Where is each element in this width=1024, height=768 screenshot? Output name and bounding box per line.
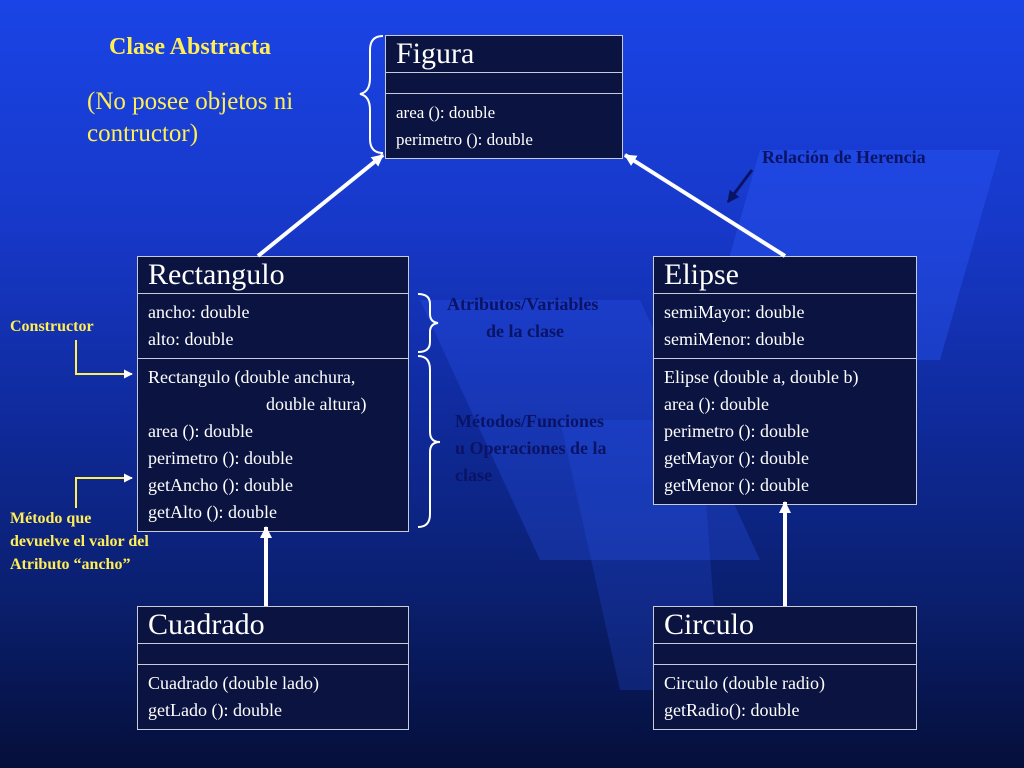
getter-label-line3: Atributo “ancho” xyxy=(10,556,131,573)
getter-label-line1: Método que xyxy=(10,510,92,527)
method: getAncho (): double xyxy=(148,475,293,495)
methods-section: area (): double perimetro (): double xyxy=(386,94,622,158)
class-name: Figura xyxy=(386,36,622,73)
constructor-label: Constructor xyxy=(10,318,94,335)
methods-label-line3: clase xyxy=(455,465,492,485)
inheritance-arrow-rectangulo-figura xyxy=(256,153,385,258)
inheritance-pointer-arrow xyxy=(726,169,754,203)
abstract-class-note-line2: contructor) xyxy=(87,120,199,147)
method: getMayor (): double xyxy=(664,448,809,468)
methods-label-line2: u Operaciones de la xyxy=(455,438,607,458)
methods-section: Rectangulo (double anchura, double altur… xyxy=(138,359,408,531)
attributes-section: semiMayor: double semiMenor: double xyxy=(654,294,916,359)
method: Circulo (double radio) xyxy=(664,673,825,693)
inheritance-arrow-elipse-figura xyxy=(623,153,787,258)
method: perimetro (): double xyxy=(396,130,533,149)
attributes-section xyxy=(386,73,622,94)
class-circulo: Circulo Circulo (double radio) getRadio(… xyxy=(653,606,917,730)
attributes-section: ancho: double alto: double xyxy=(138,294,408,359)
class-rectangulo: Rectangulo ancho: double alto: double Re… xyxy=(137,256,409,532)
class-name: Elipse xyxy=(654,257,916,294)
method: Cuadrado (double lado) xyxy=(148,673,319,693)
class-name: Cuadrado xyxy=(138,607,408,644)
methods-label-line1: Métodos/Funciones xyxy=(455,411,605,431)
class-cuadrado: Cuadrado Cuadrado (double lado) getLado … xyxy=(137,606,409,730)
attributes-brace xyxy=(417,293,439,353)
method: getMenor (): double xyxy=(664,475,809,495)
class-elipse: Elipse semiMayor: double semiMenor: doub… xyxy=(653,256,917,505)
method: Rectangulo (double anchura, xyxy=(148,367,356,387)
attribute: ancho: double xyxy=(148,302,250,322)
abstract-brace xyxy=(359,35,384,154)
class-name: Rectangulo xyxy=(138,257,408,294)
class-name: Circulo xyxy=(654,607,916,644)
getter-label-line2: devuelve el valor del xyxy=(10,533,149,550)
method: area (): double xyxy=(664,394,769,414)
attributes-label-line2: de la clase xyxy=(486,321,564,341)
class-figura: Figura area (): double perimetro (): dou… xyxy=(385,35,623,159)
method: getAlto (): double xyxy=(148,502,277,522)
attributes-section xyxy=(654,644,916,665)
methods-section: Cuadrado (double lado) getLado (): doubl… xyxy=(138,665,408,729)
getter-connector xyxy=(75,473,133,508)
methods-section: Elipse (double a, double b) area (): dou… xyxy=(654,359,916,504)
methods-brace xyxy=(417,355,441,528)
attributes-section xyxy=(138,644,408,665)
method: Elipse (double a, double b) xyxy=(664,367,859,387)
abstract-class-note-line1: (No posee objetos ni xyxy=(87,88,294,115)
method: perimetro (): double xyxy=(664,421,809,441)
constructor-connector xyxy=(75,340,133,379)
inheritance-label: Relación de Herencia xyxy=(762,147,926,167)
attribute: alto: double xyxy=(148,329,234,349)
attribute: semiMayor: double xyxy=(664,302,805,322)
method: area (): double xyxy=(396,103,496,122)
method: double altura) xyxy=(266,394,367,414)
attributes-label-line1: Atributos/Variables xyxy=(447,294,599,314)
attribute: semiMenor: double xyxy=(664,329,805,349)
abstract-class-title: Clase Abstracta xyxy=(109,34,271,60)
method: getRadio(): double xyxy=(664,700,800,720)
method: perimetro (): double xyxy=(148,448,293,468)
methods-section: Circulo (double radio) getRadio(): doubl… xyxy=(654,665,916,729)
method: getLado (): double xyxy=(148,700,282,720)
method: area (): double xyxy=(148,421,253,441)
